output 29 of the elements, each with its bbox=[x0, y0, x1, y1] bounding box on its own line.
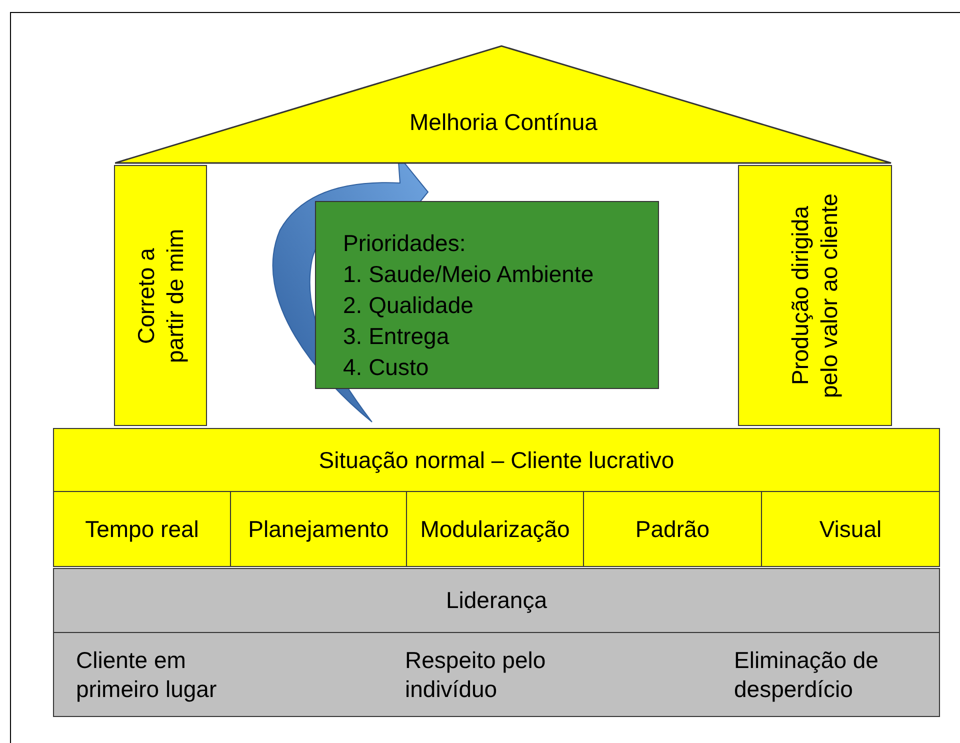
foundation-box bbox=[53, 568, 940, 633]
cell-label: Padrão bbox=[635, 514, 710, 544]
band-label: Liderança bbox=[446, 586, 548, 615]
pillar-base-box bbox=[53, 491, 231, 567]
pillar-box bbox=[114, 165, 207, 426]
priorities-heading: Prioridades: bbox=[343, 229, 466, 258]
priorities-box bbox=[315, 201, 659, 389]
pillar-base-box bbox=[406, 491, 584, 567]
foundation-box bbox=[53, 632, 940, 717]
beam-box bbox=[53, 428, 940, 492]
principle-label: Cliente em primeiro lugar bbox=[76, 646, 218, 704]
priority-item: 3. Entrega bbox=[343, 322, 450, 351]
pillar-box bbox=[738, 165, 892, 426]
priority-item: 4. Custo bbox=[343, 353, 429, 382]
pillar-base-box bbox=[761, 491, 940, 567]
principle-label: Respeito pelo indivíduo bbox=[405, 646, 547, 704]
cell-label: Planejamento bbox=[248, 514, 389, 544]
band-label: Situação normal – Cliente lucrativo bbox=[318, 446, 674, 474]
pillar-label: Produção dirigida pelo valor ao cliente bbox=[786, 193, 843, 398]
priority-item: 1. Saude/Meio Ambiente bbox=[343, 260, 594, 289]
pillar-base-box bbox=[583, 491, 762, 567]
principle-label: Eliminação de desperdício bbox=[734, 646, 880, 704]
cell-label: Visual bbox=[819, 514, 882, 544]
cell-label: Tempo real bbox=[85, 514, 199, 544]
pillar-base-box bbox=[230, 491, 407, 567]
cell-label: Modularização bbox=[420, 514, 570, 544]
priority-item: 2. Qualidade bbox=[343, 291, 474, 320]
pillar-label: Correto a partir de mim bbox=[132, 227, 189, 365]
roof-label: Melhoria Contínua bbox=[408, 108, 598, 137]
